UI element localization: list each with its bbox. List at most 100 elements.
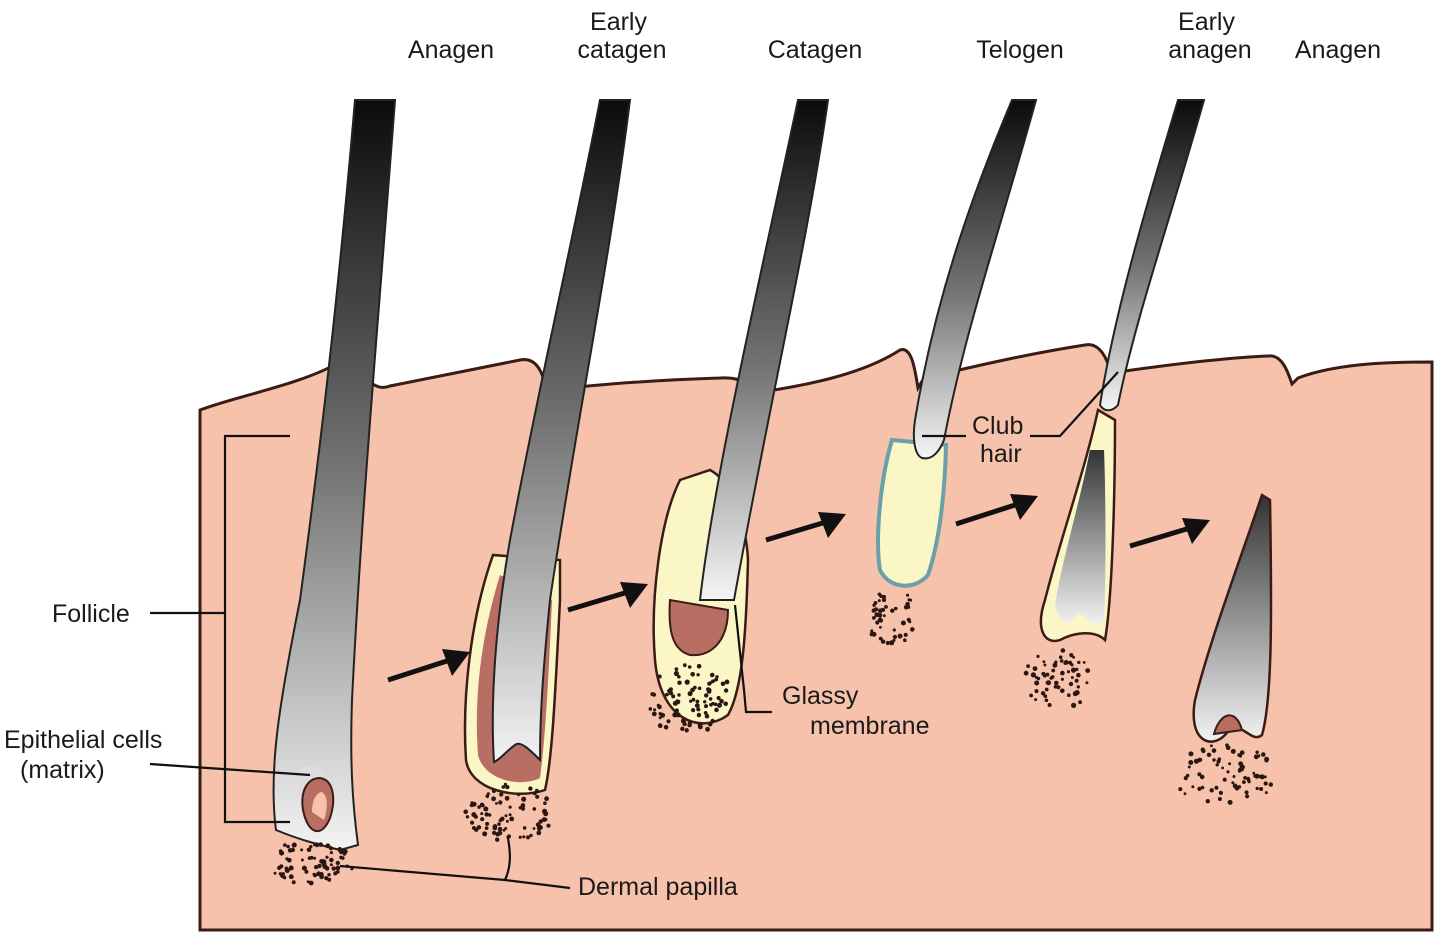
papilla-dot — [1212, 758, 1216, 762]
papilla-dot — [1200, 747, 1206, 752]
papilla-dot — [492, 830, 497, 836]
papilla-dot — [1230, 748, 1236, 754]
papilla-dot — [1034, 698, 1038, 702]
papilla-dot — [713, 702, 718, 707]
papilla-dot — [329, 857, 334, 863]
papilla-dot — [708, 697, 713, 701]
papilla-dot — [508, 805, 512, 809]
papilla-dot — [1030, 672, 1036, 678]
stage-label-catagen: Catagen — [768, 36, 863, 64]
papilla-dot — [906, 593, 910, 597]
papilla-dot — [291, 843, 296, 848]
papilla-dot — [1071, 702, 1077, 709]
papilla-dot — [1032, 666, 1038, 671]
papilla-dot — [1034, 680, 1040, 686]
papilla-dot — [658, 716, 662, 720]
follicle-early-catagen — [463, 99, 632, 795]
papilla-dot — [329, 851, 333, 855]
papilla-dot — [691, 697, 696, 702]
papilla-dot — [283, 843, 287, 847]
papilla-dot — [536, 830, 542, 836]
papilla-dot — [484, 812, 489, 817]
papilla-dot — [328, 846, 334, 851]
papilla-dot — [892, 628, 896, 632]
leader-club-hair — [922, 371, 1119, 438]
papilla-dot — [878, 618, 884, 623]
papilla-dot — [1047, 703, 1052, 707]
papilla-dot — [518, 835, 522, 839]
papilla-dot — [1050, 675, 1055, 679]
papilla-dot — [1069, 653, 1074, 658]
papilla-dot — [505, 819, 509, 823]
papilla-dot — [694, 703, 700, 708]
papilla-dot — [1040, 691, 1046, 696]
label-follicle: Follicle — [52, 600, 130, 628]
papilla-dot — [497, 830, 503, 836]
papilla-dot — [1076, 685, 1081, 689]
papilla-dot — [874, 607, 879, 612]
papilla-dot — [878, 636, 883, 641]
label-epithelial-cells: Epithelial cells (matrix) — [4, 726, 169, 784]
papilla-dot — [1222, 777, 1227, 782]
papilla-dot — [723, 688, 729, 693]
papilla-dot — [651, 711, 657, 717]
papilla-dot — [907, 598, 911, 602]
papilla-dot — [313, 856, 317, 860]
papilla-dot — [501, 785, 506, 789]
papilla-dot — [648, 707, 653, 711]
papilla-dot — [1264, 756, 1270, 762]
leader-glassy-membrane — [733, 604, 772, 714]
papilla-dot — [674, 708, 679, 713]
papilla-dot — [1216, 759, 1221, 764]
papilla-dot — [497, 826, 503, 832]
papilla-dot — [1026, 664, 1030, 668]
papilla-dot — [465, 815, 470, 819]
papilla-dot — [342, 852, 347, 856]
papilla-dot — [1034, 689, 1039, 694]
dermal-papilla-anagen — [273, 842, 354, 886]
papilla-dot — [696, 663, 702, 669]
papilla-dot — [322, 864, 328, 870]
papilla-dot — [1023, 670, 1029, 676]
papilla-dot — [1056, 685, 1061, 690]
papilla-dot — [1259, 774, 1265, 780]
papilla-dot — [1052, 662, 1058, 668]
arrow-right-icon — [567, 582, 648, 613]
papilla-dot — [1067, 693, 1071, 697]
papilla-dot — [498, 800, 503, 805]
papilla-dot — [873, 601, 878, 605]
papilla-dot — [1226, 770, 1230, 774]
papilla-dot — [879, 594, 883, 598]
papilla-dot — [724, 679, 730, 685]
papilla-dot — [532, 827, 536, 830]
papilla-dot — [687, 691, 693, 697]
arrow-right-icon — [765, 512, 846, 543]
papilla-dot — [1042, 660, 1046, 664]
papilla-dot — [500, 816, 505, 822]
papilla-dot — [1197, 786, 1202, 792]
papilla-dot — [871, 631, 877, 637]
papilla-dot — [300, 848, 304, 852]
papilla-dot — [1082, 661, 1086, 664]
papilla-dot — [495, 837, 500, 842]
papilla-dot — [677, 680, 682, 685]
papilla-dot — [1044, 698, 1049, 702]
papilla-dot — [657, 723, 663, 729]
papilla-dot — [1264, 791, 1268, 795]
papilla-dot — [528, 786, 533, 791]
papilla-dot — [1210, 744, 1213, 748]
papilla-dot — [1197, 772, 1202, 777]
papilla-dot — [538, 819, 543, 824]
papilla-dot — [690, 687, 695, 693]
papilla-dot — [653, 708, 657, 712]
papilla-dot — [910, 627, 915, 632]
papilla-dot — [680, 726, 685, 732]
papilla-dot — [900, 620, 906, 626]
papilla-dot — [1060, 648, 1066, 653]
papilla-dot — [874, 612, 880, 618]
papilla-dot — [1252, 771, 1256, 775]
dermal-papilla-early-anagen — [1023, 648, 1091, 709]
papilla-dot — [723, 701, 728, 707]
papilla-dot — [476, 825, 482, 830]
